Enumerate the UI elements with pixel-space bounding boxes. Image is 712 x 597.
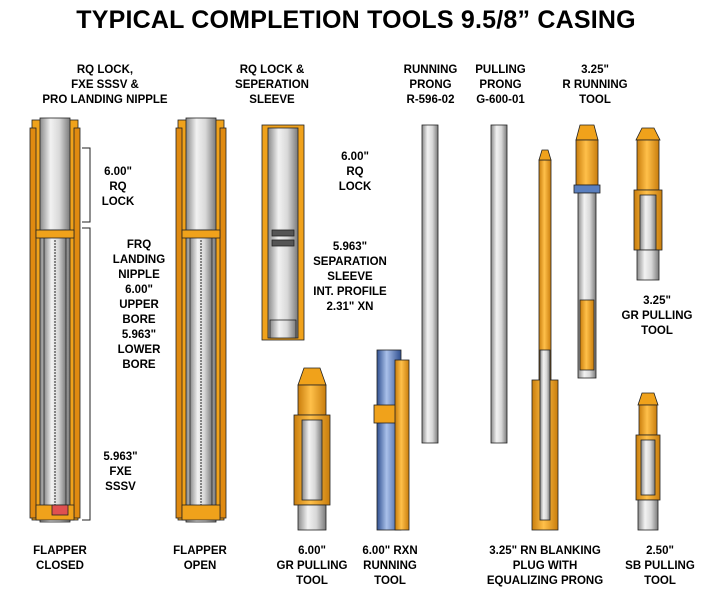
label-frq-landing-nipple: FRQ LANDING NIPPLE 6.00" UPPER BORE 5.96…	[112, 239, 166, 371]
label-r-running-tool: 3.25" R RUNNING TOOL	[562, 64, 628, 106]
tool-flapper-closed	[29, 117, 81, 523]
label-sb-pulling: 2.50" SB PULLING TOOL	[625, 545, 695, 587]
label-rxn-running: 6.00" RXN RUNNING TOOL	[362, 545, 418, 587]
page-title: TYPICAL COMPLETION TOOLS 9.5/8” CASING	[76, 6, 636, 34]
tool-gr-pulling-325	[633, 127, 663, 281]
tool-rn-blanking-plug	[531, 149, 559, 531]
label-gr-pulling-325: 3.25" GR PULLING TOOL	[621, 295, 693, 337]
label-running-prong: RUNNING PRONG R-596-02	[403, 64, 458, 106]
tool-flapper-open	[175, 117, 227, 523]
tool-gr-pulling-600	[293, 367, 331, 531]
tool-r-running	[573, 124, 601, 379]
label-rq-lock-size: 6.00" RQ LOCK	[101, 166, 135, 208]
label-rq-lock-assembly: RQ LOCK, FXE SSSV & PRO LANDING NIPPLE	[42, 64, 168, 106]
label-rn-blanking: 3.25" RN BLANKING PLUG WITH EQUALIZING P…	[486, 545, 604, 587]
tool-rxn-running	[373, 349, 410, 531]
tool-sb-pulling	[635, 392, 661, 531]
label-flapper-closed: FLAPPER CLOSED	[33, 545, 87, 572]
label-separation-sleeve: 5.963" SEPARATION SLEEVE INT. PROFILE 2.…	[313, 241, 387, 313]
label-fxe-sssv: 5.963" FXE SSSV	[103, 451, 138, 493]
label-rq-lock-separation: RQ LOCK & SEPERATION SLEEVE	[235, 64, 309, 106]
label-rq-lock-right: 6.00" RQ LOCK	[338, 151, 372, 193]
dimension-brackets	[82, 147, 91, 521]
tool-rq-lock-separation	[261, 124, 305, 341]
label-pulling-prong: PULLING PRONG G-600-01	[475, 64, 526, 106]
label-flapper-open: FLAPPER OPEN	[173, 545, 227, 572]
tool-running-prong	[421, 124, 439, 444]
tool-pulling-prong	[490, 124, 508, 444]
label-gr-pulling-600: 6.00" GR PULLING TOOL	[276, 545, 348, 587]
